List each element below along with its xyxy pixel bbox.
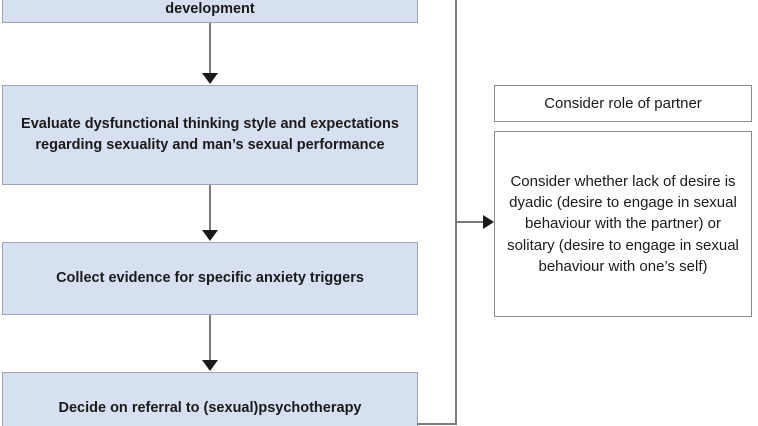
connector-development-to-evaluate-arrowhead bbox=[202, 73, 218, 84]
connector-spine-to-dyadic-arrowhead bbox=[483, 215, 494, 229]
node-development[interactable]: development bbox=[2, 0, 418, 23]
node-development-label: development bbox=[165, 1, 255, 18]
node-collect-evidence[interactable]: Collect evidence for specific anxiety tr… bbox=[2, 242, 418, 315]
node-consider-role-of-partner[interactable]: Consider role of partner bbox=[494, 85, 752, 122]
connector-evaluate-to-collect-line bbox=[209, 185, 211, 232]
node-decide-referral[interactable]: Decide on referral to (sexual)psychother… bbox=[2, 372, 418, 426]
connector-collect-to-decide-line bbox=[209, 315, 211, 362]
node-collect-evidence-label: Collect evidence for specific anxiety tr… bbox=[56, 270, 364, 287]
node-consider-role-of-partner-label: Consider role of partner bbox=[544, 94, 702, 112]
connector-development-to-evaluate-line bbox=[209, 23, 211, 75]
connector-spine-vertical bbox=[455, 0, 457, 425]
node-evaluate-thinking-style[interactable]: Evaluate dysfunctional thinking style an… bbox=[2, 85, 418, 185]
node-dyadic-or-solitary-label: Consider whether lack of desire is dyadi… bbox=[507, 172, 739, 275]
connector-evaluate-to-collect-arrowhead bbox=[202, 230, 218, 241]
node-dyadic-or-solitary[interactable]: Consider whether lack of desire is dyadi… bbox=[494, 131, 752, 317]
node-decide-referral-label: Decide on referral to (sexual)psychother… bbox=[58, 399, 362, 416]
connector-spine-to-dyadic-line bbox=[456, 221, 486, 223]
connector-decide-to-spine-horizontal bbox=[417, 423, 456, 425]
node-evaluate-thinking-style-label: Evaluate dysfunctional thinking style an… bbox=[21, 116, 399, 153]
connector-collect-to-decide-arrowhead bbox=[202, 360, 218, 371]
